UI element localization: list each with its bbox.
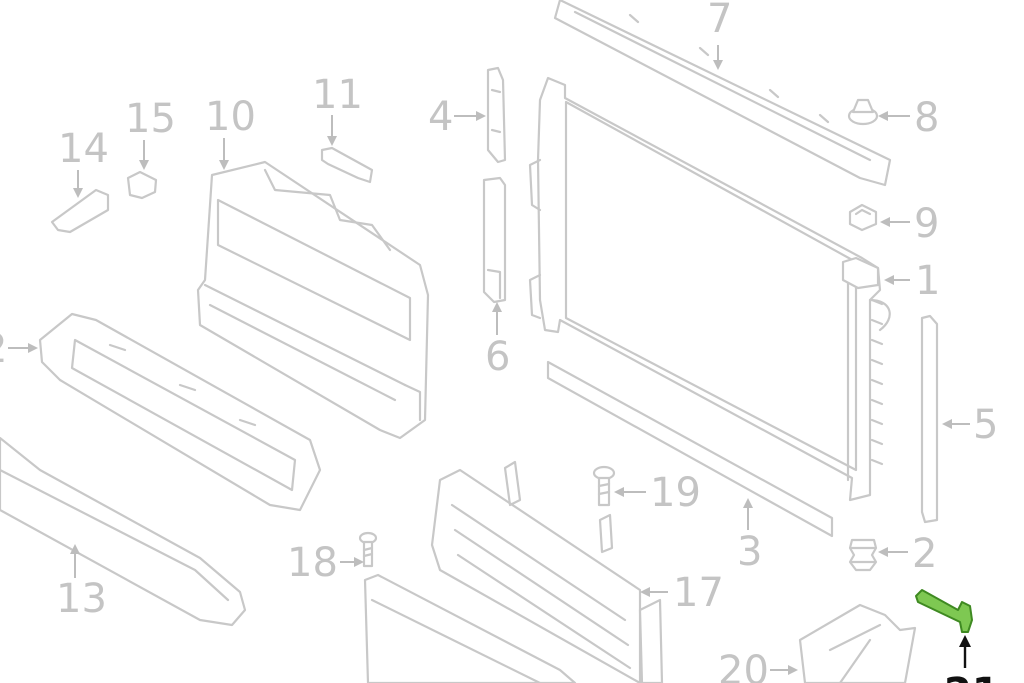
- callout-20: 20: [718, 648, 769, 683]
- part-13-lower-shield[interactable]: [0, 436, 247, 627]
- callout-14: 14: [58, 126, 109, 172]
- part-5-side-seal[interactable]: [920, 314, 939, 524]
- callout-5: 5: [973, 402, 998, 448]
- callout-10: 10: [205, 94, 256, 140]
- part-7-upper-bar[interactable]: [553, 0, 892, 187]
- part-4-upper-bracket[interactable]: [486, 66, 507, 164]
- part-17-grille-shutter[interactable]: [430, 460, 664, 683]
- part-3-seal-strip[interactable]: [546, 360, 834, 538]
- part-9-clip[interactable]: [848, 203, 878, 232]
- callout-6: 6: [485, 334, 510, 380]
- part-20-duct[interactable]: [798, 603, 917, 683]
- part-19-bolt[interactable]: [592, 465, 616, 507]
- callout-2-deflector: 2: [0, 326, 7, 372]
- part-8-nut[interactable]: [847, 98, 879, 126]
- lower-shutter-frame[interactable]: [363, 573, 577, 683]
- leader-lines: [8, 45, 971, 675]
- part-12-air-deflector[interactable]: [38, 312, 322, 512]
- callout-4: 4: [428, 94, 453, 140]
- part-10-air-guide[interactable]: [196, 160, 430, 440]
- callout-8: 8: [914, 95, 939, 141]
- callout-2-bushing: 2: [912, 531, 937, 577]
- callout-11: 11: [312, 72, 363, 118]
- callout-17: 17: [673, 570, 724, 616]
- callout-1: 1: [915, 258, 940, 304]
- part-1-radiator[interactable]: [528, 76, 891, 502]
- part-6-lower-bracket[interactable]: [482, 176, 507, 304]
- part-2-bushing[interactable]: [848, 538, 878, 572]
- part-15-clip[interactable]: [126, 170, 158, 200]
- callout-21: 21: [944, 670, 1000, 683]
- callout-7: 7: [707, 0, 732, 42]
- part-18-bolt[interactable]: [358, 531, 378, 568]
- callout-13: 13: [56, 576, 107, 622]
- part-14-bracket[interactable]: [50, 188, 110, 234]
- callout-9: 9: [914, 201, 939, 247]
- callout-labels: 7 8 9 1 5 2 3 4 6 10 11 15 14 2 13 17 18…: [0, 0, 1000, 683]
- callout-3: 3: [737, 529, 762, 575]
- part-11-clip[interactable]: [320, 146, 374, 184]
- callout-15: 15: [125, 96, 176, 142]
- part-21-highlighted-bracket[interactable]: [915, 589, 973, 633]
- callout-18: 18: [287, 540, 338, 586]
- callout-19: 19: [650, 470, 701, 516]
